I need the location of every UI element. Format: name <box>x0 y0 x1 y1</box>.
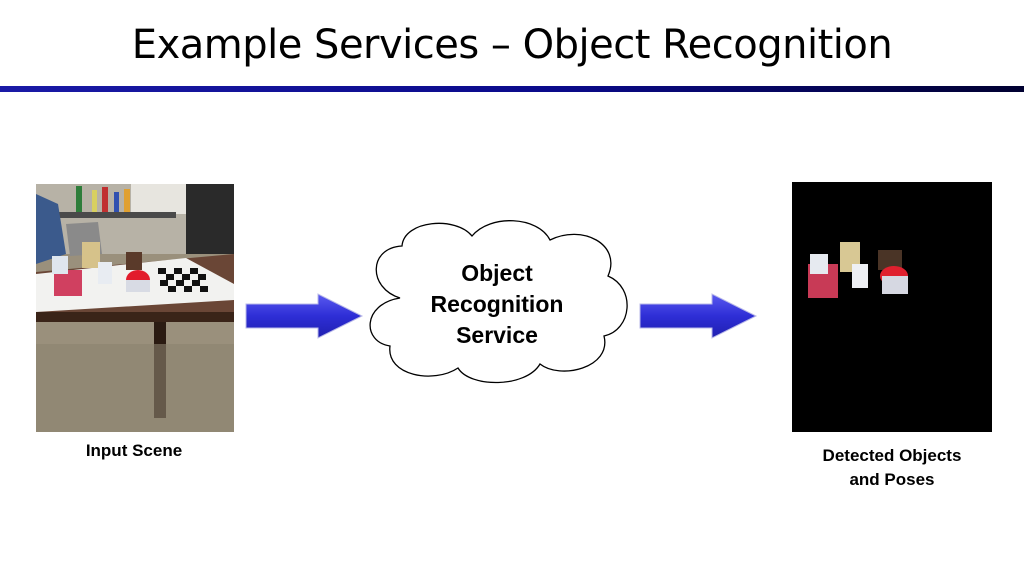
service-cloud-shape <box>369 220 628 384</box>
detected-objects-caption: Detected Objects and Poses <box>790 444 994 492</box>
service-label: Object Recognition Service <box>392 258 602 351</box>
caption-line-1: Detected Objects <box>822 446 962 465</box>
detected-objects-render-icon <box>792 182 992 432</box>
service-label-line-2: Recognition <box>430 291 564 317</box>
tabletop-scene-photo-icon <box>36 184 234 432</box>
detected-objects-image <box>792 182 992 432</box>
input-scene-image <box>36 184 234 432</box>
title-underline <box>0 86 1024 92</box>
input-scene-caption: Input Scene <box>85 441 183 460</box>
service-label-line-3: Service <box>456 322 538 348</box>
slide-title: Example Services – Object Recognition <box>131 22 893 68</box>
caption-line-2: and Poses <box>849 470 935 489</box>
right-arrow-icon <box>639 293 758 339</box>
service-label-line-1: Object <box>461 260 533 286</box>
right-arrow-icon <box>245 293 364 339</box>
